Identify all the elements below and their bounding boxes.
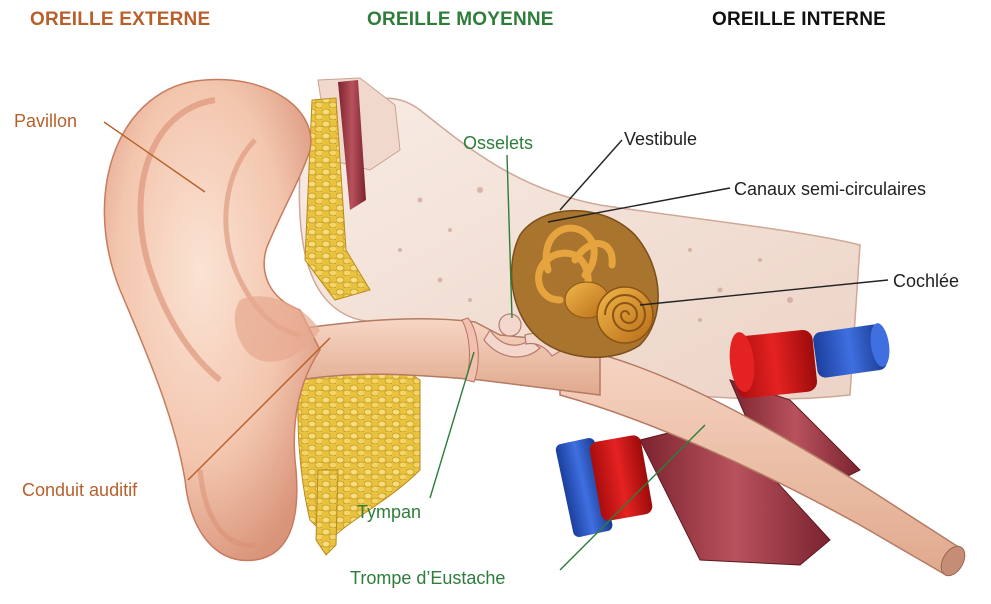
label-vestibule: Vestibule [624, 129, 697, 150]
label-canaux-semi-circulaires: Canaux semi-circulaires [734, 179, 926, 200]
header-middle-ear: OREILLE MOYENNE [367, 9, 554, 31]
label-osselets: Osselets [463, 133, 533, 154]
label-tympan: Tympan [357, 502, 421, 523]
label-cochlee: Cochlée [893, 271, 959, 292]
header-inner-ear: OREILLE INTERNE [712, 9, 886, 31]
label-pavillon: Pavillon [14, 111, 77, 132]
vessels-bottom [555, 434, 654, 538]
leader-vestibule [560, 140, 622, 210]
label-trompe-eustache: Trompe d’Eustache [350, 568, 505, 589]
header-outer-ear: OREILLE EXTERNE [30, 9, 210, 31]
cochlea-shape [597, 287, 653, 343]
fat-drip [316, 470, 338, 555]
label-conduit-auditif: Conduit auditif [22, 480, 137, 501]
